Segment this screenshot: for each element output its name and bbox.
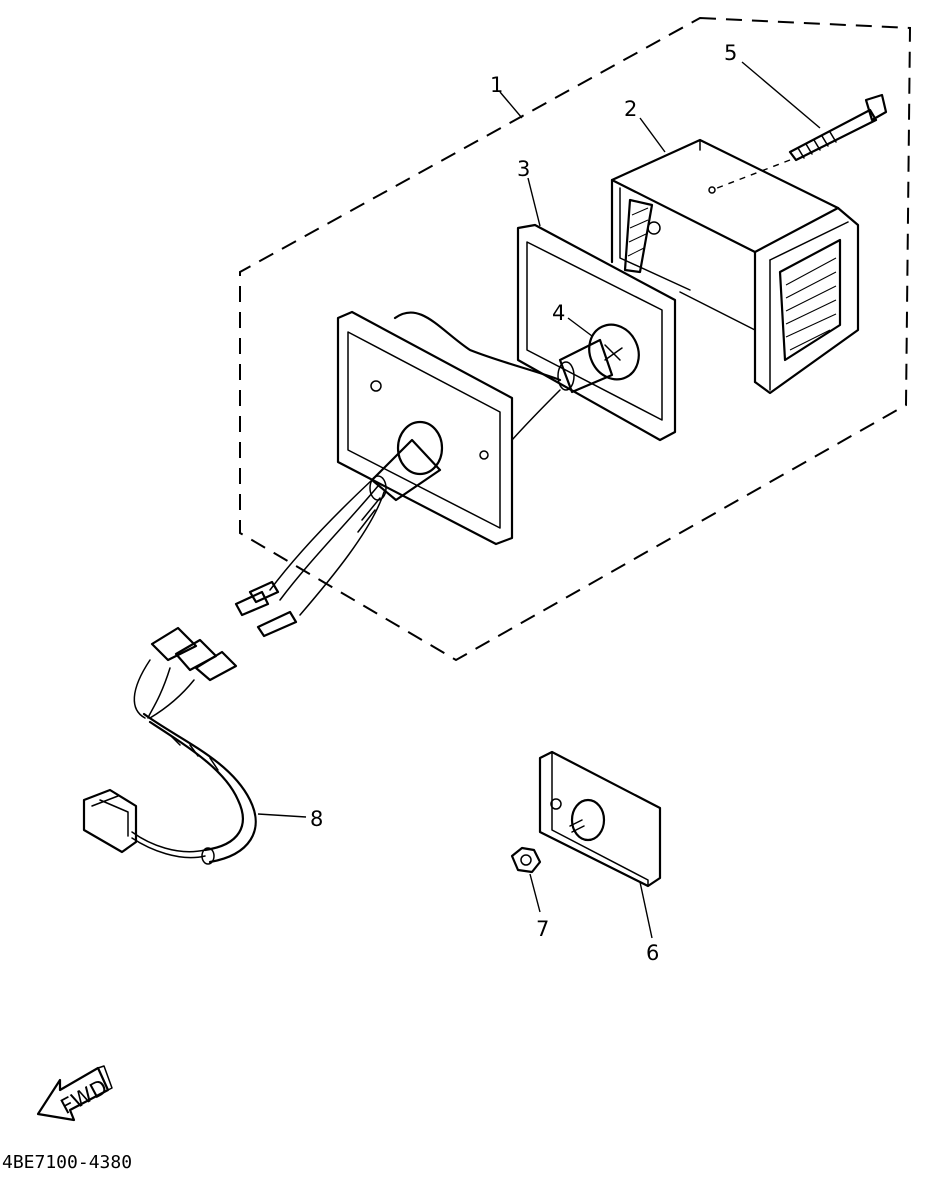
part-4-bulb: [557, 323, 640, 394]
callout-8: 8: [310, 807, 323, 831]
fwd-label: FWD: [57, 1075, 112, 1119]
callout-3: 3: [517, 157, 530, 181]
part-2-lens: [610, 138, 860, 395]
callout-2: 2: [624, 97, 637, 121]
callout-6: 6: [646, 941, 659, 965]
callout-1: 1: [490, 73, 503, 97]
part-8-harness: [82, 626, 257, 865]
callout-5: 5: [724, 41, 737, 65]
callout-7: 7: [536, 917, 549, 941]
part-6-plate-bracket: [538, 750, 662, 888]
fwd-arrow-icon: [36, 1065, 113, 1122]
part-1-housing: [336, 310, 562, 546]
part-7-nut: [510, 846, 542, 874]
socket-wires: [234, 479, 385, 638]
part-5-screw: [708, 93, 888, 194]
diagram-code: 4BE7100-4380: [2, 1152, 132, 1173]
part-3-gasket: [516, 223, 677, 442]
callout-leader-lines: [257, 61, 821, 939]
assembly-boundary-dashed: [239, 16, 912, 662]
callout-4: 4: [552, 301, 565, 325]
